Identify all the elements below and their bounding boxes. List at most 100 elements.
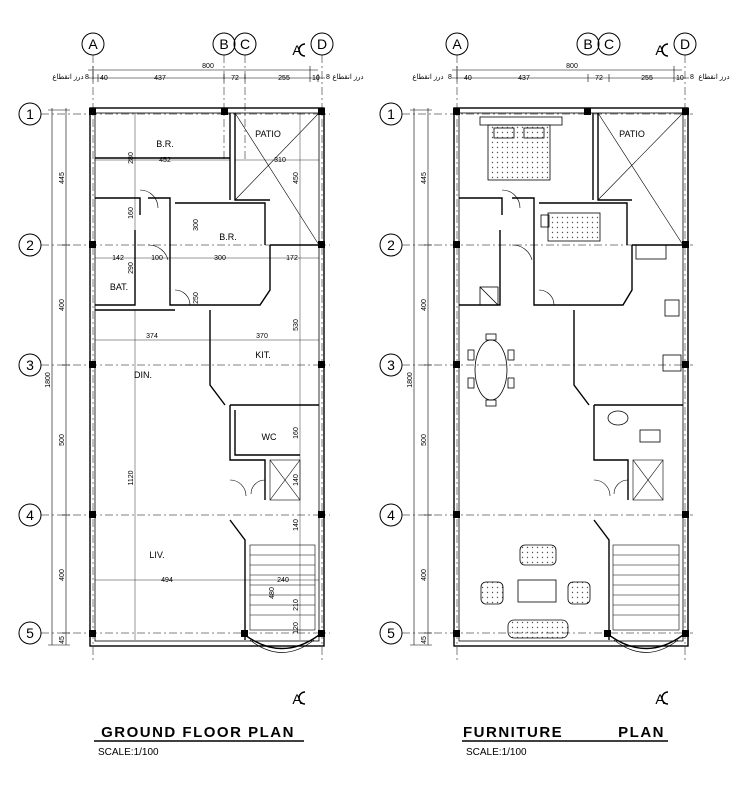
grid-col-D-label: D [680, 36, 690, 52]
room-bathroom: BAT. [110, 282, 128, 292]
dim-left-5: 45 [59, 636, 66, 644]
furniture-plan-scale: SCALE:1/100 [466, 747, 527, 758]
armchair [567, 581, 591, 605]
furniture-items [467, 116, 682, 639]
dim-total-height: 1800 [407, 372, 414, 388]
sofa-bottom [507, 619, 569, 639]
room-kitchen: KIT. [255, 350, 271, 360]
grid-col-D-label: D [317, 36, 327, 52]
stairs-ground [249, 544, 316, 631]
left-dimension-chain [48, 108, 70, 646]
ground-plan-title: GROUND FLOOR PLAN [101, 724, 295, 741]
section-arrow-icon [298, 691, 306, 705]
double-bed [487, 124, 551, 181]
door-swings-furniture [501, 189, 629, 497]
door-swings-ground [139, 189, 266, 497]
grid-col-A-label: A [88, 36, 98, 52]
dim-240: 240 [277, 577, 289, 584]
furniture-plan-title-right: PLAN [618, 724, 665, 741]
nightstand [540, 214, 550, 228]
grid-row-2-label: 2 [26, 237, 34, 253]
interior-dims-ground [95, 113, 319, 640]
dim-top-3: 72 [595, 75, 603, 82]
dim-310: 310 [274, 157, 286, 164]
room-wc: WC [262, 432, 277, 442]
dim-top-1: 40 [464, 75, 472, 82]
top-dimension-chain [452, 66, 689, 82]
joint-label-left: درز انقطاع [52, 73, 83, 81]
fridge [662, 354, 682, 372]
dim-450: 450 [293, 172, 300, 184]
wash-basin [607, 410, 629, 426]
joint-label-right: درز انقطاع [332, 73, 363, 81]
dim-wc-160: 160 [293, 427, 300, 439]
patio-void [234, 112, 320, 246]
room-bedroom-1: B.R. [156, 139, 174, 149]
dining-chair [507, 377, 515, 389]
dim-top-2: 437 [518, 75, 530, 82]
dim-300-h: 300 [193, 219, 200, 231]
stairs-furniture [612, 544, 680, 631]
left-dimension-chain [410, 108, 432, 646]
dim-top-3: 72 [231, 75, 239, 82]
section-arrow-icon [661, 43, 669, 57]
grid-row-3-label: 3 [26, 357, 34, 373]
dim-480: 480 [269, 587, 276, 599]
dim-290: 290 [128, 262, 135, 274]
toilet [639, 429, 661, 443]
dim-1120: 1120 [128, 470, 135, 485]
room-living: LIV. [149, 550, 164, 560]
room-patio: PATIO [619, 129, 645, 139]
section-marker-top: A [655, 42, 665, 58]
patio-void [597, 112, 684, 246]
dim-374: 374 [146, 333, 158, 340]
section-marker-top: A [292, 42, 302, 58]
grid-row-4-label: 4 [387, 507, 395, 523]
dining-chair [485, 333, 497, 341]
dim-top-4: 255 [278, 75, 290, 82]
grid-row-1-label: 1 [26, 106, 34, 122]
dim-left-4: 400 [421, 569, 428, 581]
grid-col-A-label: A [452, 36, 462, 52]
dim-100: 100 [151, 255, 163, 262]
joint-label-right: درز انقطاع [698, 73, 729, 81]
dim-top-5: 10 [312, 75, 320, 82]
dim-top-4: 255 [641, 75, 653, 82]
room-dining: DIN. [134, 370, 152, 380]
grid-row-5-label: 5 [387, 625, 395, 641]
dim-300-w: 300 [214, 255, 226, 262]
grid-row-2-label: 2 [387, 237, 395, 253]
dim-left-1: 445 [59, 172, 66, 184]
grid-col-C-label: C [604, 36, 614, 52]
dim-370: 370 [256, 333, 268, 340]
room-bedroom-2: B.R. [219, 232, 237, 242]
grid-col-B-label: B [219, 36, 228, 52]
furniture-plan-title-left: FURNITURE [463, 724, 563, 741]
room-patio: PATIO [255, 129, 281, 139]
joint-label-left: درز انقطاع [412, 73, 443, 81]
bed-headboard [479, 116, 563, 126]
grid-row-1-label: 1 [387, 106, 395, 122]
dim-top-5: 10 [676, 75, 684, 82]
armchair [480, 581, 504, 605]
dining-chair [485, 399, 497, 407]
grid-col-B-label: B [583, 36, 592, 52]
dining-chair [467, 377, 475, 389]
walls-ground [89, 107, 325, 653]
coffee-table [517, 579, 557, 603]
dim-top-2: 437 [154, 75, 166, 82]
section-marker-bottom: A [655, 691, 665, 707]
joint-value-left: 8 [85, 74, 89, 81]
dim-140-b: 140 [293, 519, 300, 531]
kitchen-sink [635, 244, 667, 260]
row-bubbles-ground [18, 102, 42, 645]
grid-row-4-label: 4 [26, 507, 34, 523]
dim-total-width: 800 [202, 63, 214, 70]
structural-columns-furniture [453, 108, 689, 637]
dining-chair [467, 349, 475, 361]
joint-value-right: 8 [326, 74, 330, 81]
walls-furniture [453, 107, 689, 653]
ground-floor-plan: A B C D A A 800 40 437 72 255 10 درز انق… [18, 32, 364, 758]
dim-left-2: 400 [59, 299, 66, 311]
